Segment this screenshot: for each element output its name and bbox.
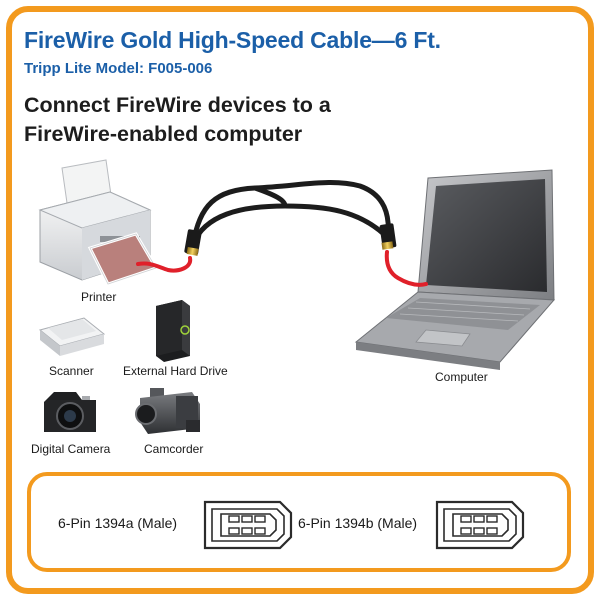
printer-illustration bbox=[38, 159, 159, 286]
computer-label: Computer bbox=[435, 370, 488, 384]
headline-line-1: Connect FireWire devices to a bbox=[24, 93, 331, 117]
model-number: Tripp Lite Model: F005-006 bbox=[24, 60, 213, 77]
external-hard-drive-label: External Hard Drive bbox=[123, 364, 228, 378]
digital-camera-illustration bbox=[44, 392, 96, 432]
firewire-cable bbox=[136, 180, 428, 287]
product-title: FireWire Gold High-Speed Cable—6 Ft. bbox=[24, 27, 441, 53]
right-connector-label: 6-Pin 1394b (Male) bbox=[298, 515, 418, 531]
scanner-label: Scanner bbox=[49, 364, 94, 378]
laptop-computer-illustration bbox=[354, 169, 556, 370]
camcorder-illustration bbox=[135, 388, 200, 434]
headline-line-2: FireWire-enabled computer bbox=[24, 122, 303, 146]
firewire-6pin-connector-icon-right bbox=[435, 500, 525, 550]
headline: Connect FireWire devices to a FireWire-e… bbox=[24, 91, 331, 149]
external-hard-drive-illustration bbox=[156, 300, 190, 362]
camcorder-label: Camcorder bbox=[144, 442, 204, 456]
left-connector-label: 6-Pin 1394a (Male) bbox=[58, 515, 178, 531]
firewire-6pin-connector-icon-left bbox=[203, 500, 293, 550]
digital-camera-label: Digital Camera bbox=[31, 442, 111, 456]
scanner-illustration bbox=[38, 317, 106, 356]
printer-label: Printer bbox=[81, 290, 117, 304]
